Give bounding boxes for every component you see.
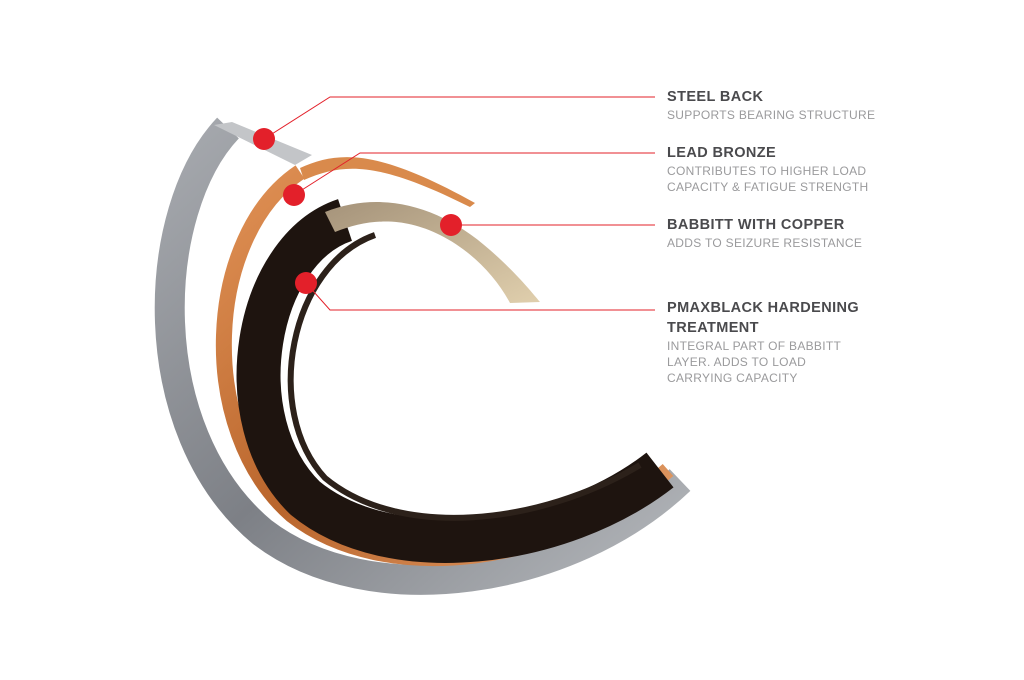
label-title: STEEL BACK <box>667 89 764 105</box>
label-desc: INTEGRAL PART OF BABBITT <box>667 339 842 353</box>
label-desc: CONTRIBUTES TO HIGHER LOAD <box>667 164 867 178</box>
label-desc: SUPPORTS BEARING STRUCTURE <box>667 108 876 122</box>
leader-steel-back <box>263 96 655 140</box>
label-desc: CARRYING CAPACITY <box>667 371 798 385</box>
label-lead-bronze: LEAD BRONZE CONTRIBUTES TO HIGHER LOAD C… <box>667 143 907 195</box>
steel-back-layer <box>154 117 691 595</box>
marker-pmaxblack <box>295 272 317 294</box>
leader-lead-bronze <box>293 152 655 196</box>
lead-bronze-strip <box>300 157 475 207</box>
leader-lines <box>263 96 655 311</box>
label-title: LEAD BRONZE <box>667 145 777 161</box>
label-babbitt: BABBITT WITH COPPER ADDS TO SEIZURE RESI… <box>667 215 907 251</box>
leader-pmaxblack <box>305 282 655 311</box>
label-desc: CAPACITY & FATIGUE STRENGTH <box>667 180 869 194</box>
label-title-2: TREATMENT <box>667 320 759 336</box>
label-steel-back: STEEL BACK SUPPORTS BEARING STRUCTURE <box>667 87 907 123</box>
pmaxblack-layer <box>236 199 674 563</box>
label-title: BABBITT WITH COPPER <box>667 217 845 233</box>
babbitt-layer <box>325 201 540 303</box>
label-pmaxblack: PMAXBLACK HARDENING TREATMENT INTEGRAL P… <box>667 298 907 386</box>
label-title: PMAXBLACK HARDENING <box>667 300 860 316</box>
marker-lead-bronze <box>283 184 305 206</box>
marker-babbitt <box>440 214 462 236</box>
pmaxblack-inner-edge <box>287 232 642 521</box>
label-desc: ADDS TO SEIZURE RESISTANCE <box>667 236 863 250</box>
label-desc: LAYER. ADDS TO LOAD <box>667 355 807 369</box>
marker-steel-back <box>253 128 275 150</box>
